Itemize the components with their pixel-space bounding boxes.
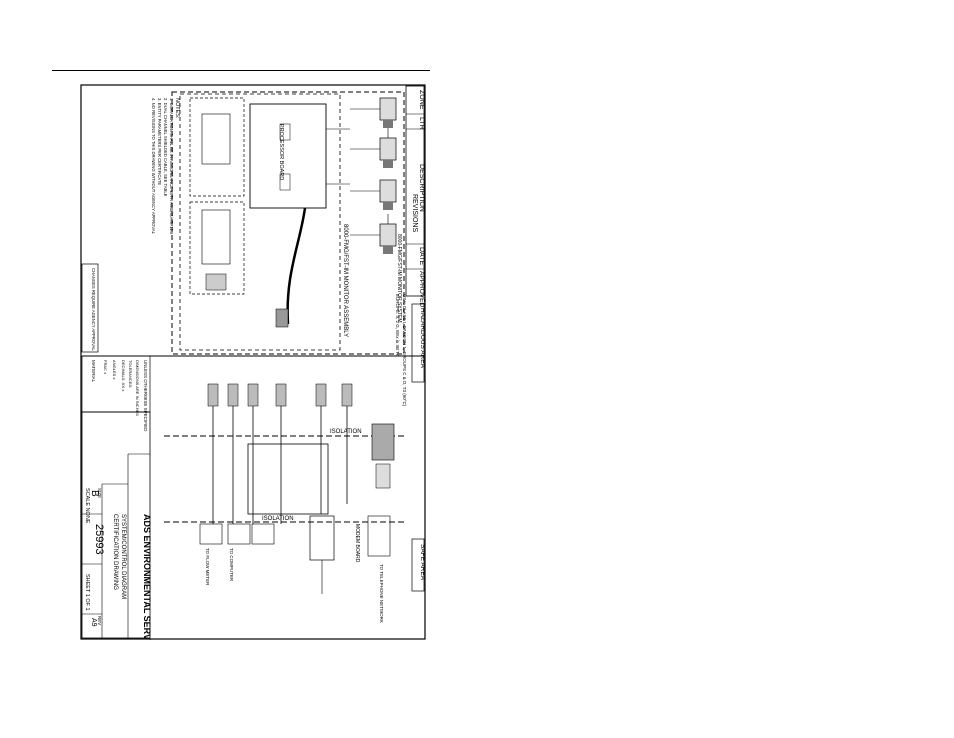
- to-telephone-label: TO TELEPHONE NETWORK: [379, 564, 384, 623]
- terminal-block: [205, 273, 227, 291]
- tolerance-line-4: ANGLES ±: [112, 360, 117, 380]
- tolerance-title: UNLESS OTHERWISE SPECIFIED: [143, 360, 148, 432]
- zone-header-description: DESCRIPTION: [418, 164, 425, 212]
- processor-board-label: PROCESSOR BOARD: [278, 124, 284, 180]
- note-4: 4. NO REVISIONS TO THIS DRAWING WITHOUT …: [151, 98, 156, 235]
- zone-header-zone: ZONE: [418, 90, 425, 110]
- isolation-module: [371, 423, 395, 461]
- drawing-number: 25993: [93, 524, 105, 555]
- tolerance-line-1: DIMENSIONS ARE IN INCHES: [135, 360, 140, 416]
- hazardous-area-label: HAZARDOUS AREA: [419, 308, 426, 369]
- interface-board-box-1: [189, 97, 245, 197]
- tolerance-line-5: FRAC ±: [103, 360, 108, 375]
- zone-header-approved: APPROVED: [418, 271, 425, 307]
- zone-header-ltr: LTR: [418, 117, 425, 130]
- safe-area-components: MODEM BOARD TO TELEPHONE NETWORK TO COMP…: [199, 515, 391, 623]
- drawing-subtitle: CERTIFICATION DRAWING: [112, 514, 118, 590]
- zone-header-date: DATE: [418, 247, 425, 265]
- drawing-title: SYSTEM/CONTROL DIAGRAM: [120, 514, 126, 599]
- to-computer-label: TO COMPUTER: [229, 548, 234, 582]
- material-label: MATERIAL: [91, 360, 96, 383]
- interface-board-box-2: [189, 201, 245, 295]
- size-value: B: [89, 490, 100, 497]
- note-1: 1. INSTALLATION SHALL BE IN ACCORDANCE W…: [169, 98, 174, 235]
- notes-block: NOTES: 1. INSTALLATION SHALL BE IN ACCOR…: [81, 98, 180, 353]
- safe-area-block: SAFE AREA: [411, 538, 426, 592]
- sheet-label: SHEET 1 OF 1: [84, 574, 90, 611]
- safety-barrier-box: [247, 443, 329, 515]
- size-label: SIZE: [97, 488, 102, 498]
- cable-connector: [275, 308, 289, 328]
- isolation-connector: [375, 463, 391, 489]
- scale-label: SCALE NONE: [84, 488, 90, 524]
- drawing-sheet: ZONE LTR DESCRIPTION DATE APPROVED REVIS…: [80, 84, 426, 661]
- revisions-title: REVISIONS: [411, 194, 418, 232]
- safe-area-label: SAFE AREA: [419, 544, 426, 581]
- monitor-assembly-label: 8000-FMG/FST-IM MONITOR ASSEMBLY: [342, 224, 348, 337]
- tolerance-line-3: DECIMALS .XX ±: [121, 360, 126, 392]
- barrier-module-2: [201, 209, 231, 265]
- page-top-rule: [52, 70, 430, 71]
- processor-board: PROCESSOR BOARD: [249, 103, 350, 209]
- title-block: ADS ENVIRONMENTAL SERVICES SYSTEM/CONTRO…: [81, 411, 152, 661]
- agency-box-text: CHANGES REQUIRE AGENCY APPROVAL: [91, 268, 96, 351]
- monitor-system-label: 8000-FMG/FST-IM MONITOR SYSTEM: [396, 234, 402, 323]
- sensor-connectors: [350, 97, 397, 254]
- schematic-drawing: ZONE LTR DESCRIPTION DATE APPROVED REVIS…: [80, 84, 426, 661]
- company-name: ADS ENVIRONMENTAL SERVICES: [142, 514, 152, 640]
- isolation-label-1: ISOLATION: [330, 429, 362, 435]
- note-2: 2. DUAL CHANNEL SHIELDED CABLE, SEE TABL…: [163, 98, 168, 197]
- rev-value: A9: [90, 618, 97, 627]
- tolerance-block: UNLESS OTHERWISE SPECIFIED DIMENSIONS AR…: [81, 355, 151, 432]
- lower-cable-runs: [207, 383, 353, 524]
- revision-block: ZONE LTR DESCRIPTION DATE APPROVED REVIS…: [405, 85, 425, 307]
- tolerance-line-2: TOLERANCES:: [128, 360, 133, 388]
- to-flow-meter-label: TO FLOW METER: [205, 548, 210, 586]
- hazardous-boundary: [171, 91, 405, 355]
- hazardous-zone-text: EUROPE: II, 2 G, EEx ia IIB T4: [395, 294, 400, 357]
- barrier-module-1: [201, 113, 231, 165]
- notes-title: NOTES:: [174, 98, 180, 119]
- note-3: 3. ENTITY PARAMETERS PER CERTIFICATE: [157, 98, 162, 185]
- monitor-assembly-boundary: [179, 93, 341, 351]
- sheet-border: [80, 84, 426, 640]
- modem-board-label: MODEM BOARD: [354, 524, 360, 563]
- isolation-label-2: ISOLATION: [262, 516, 294, 522]
- rev-label: REV: [97, 616, 102, 625]
